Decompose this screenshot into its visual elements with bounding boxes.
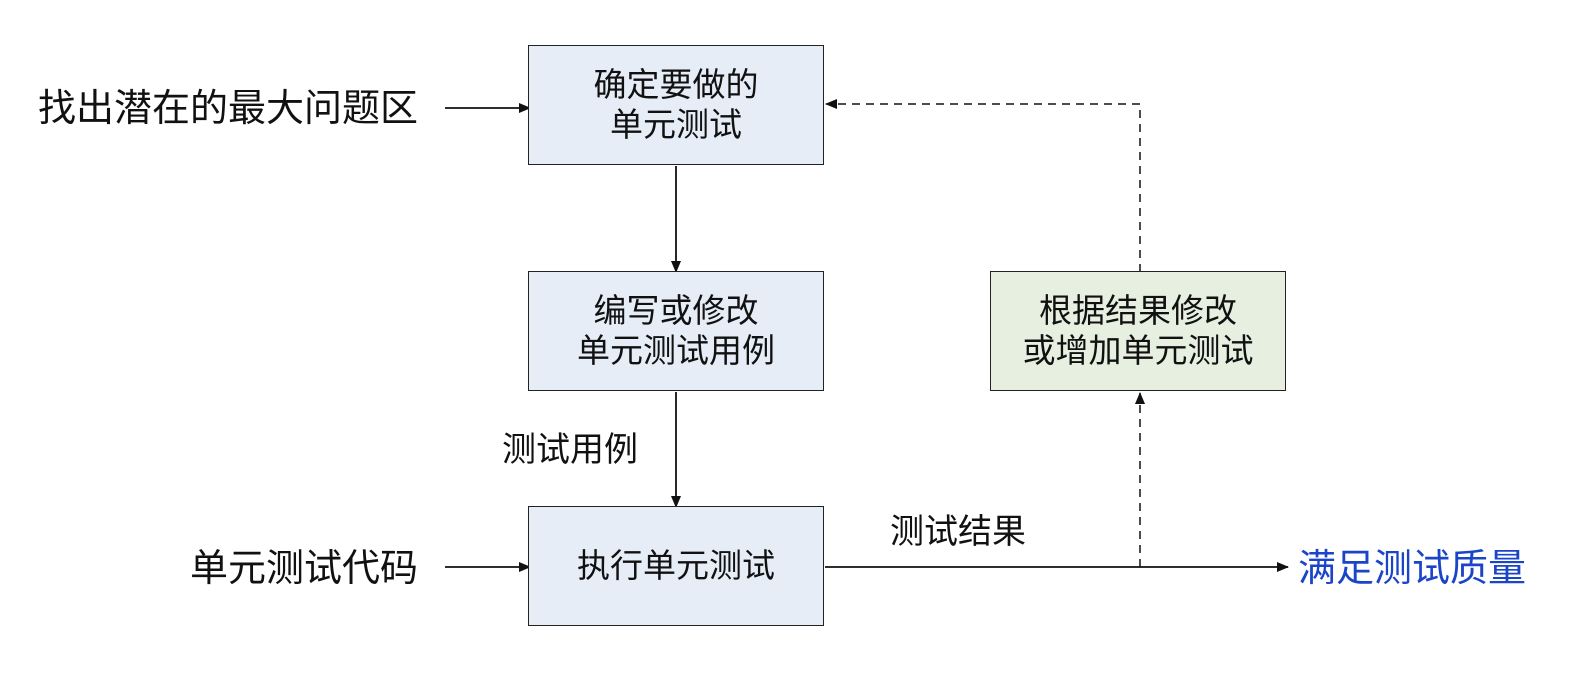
box-write-line1: 编写或修改 bbox=[593, 291, 759, 330]
box-revise-tests: 根据结果修改 或增加单元测试 bbox=[990, 271, 1286, 391]
dashed-arrow-revise-to-determine bbox=[825, 99, 1141, 272]
box-revise-line1: 根据结果修改 bbox=[1039, 291, 1237, 330]
edge-label-test-cases: 测试用例 bbox=[502, 430, 638, 470]
input-problem-areas: 找出潜在的最大问题区 bbox=[38, 86, 419, 130]
box-execute-line1: 执行单元测试 bbox=[577, 546, 775, 585]
box-determine-line2: 单元测试 bbox=[610, 105, 742, 144]
input-unit-test-code: 单元测试代码 bbox=[190, 546, 419, 590]
output-goal: 满足测试质量 bbox=[1298, 546, 1527, 590]
box-write-line2: 单元测试用例 bbox=[577, 331, 775, 370]
box-revise-line2: 或增加单元测试 bbox=[1022, 331, 1254, 370]
box-execute-tests: 执行单元测试 bbox=[528, 506, 824, 626]
edge-label-test-results: 测试结果 bbox=[890, 512, 1026, 552]
box-determine-tests: 确定要做的 单元测试 bbox=[528, 45, 824, 165]
box-determine-line1: 确定要做的 bbox=[593, 65, 759, 104]
box-write-test-cases: 编写或修改 单元测试用例 bbox=[528, 271, 824, 391]
